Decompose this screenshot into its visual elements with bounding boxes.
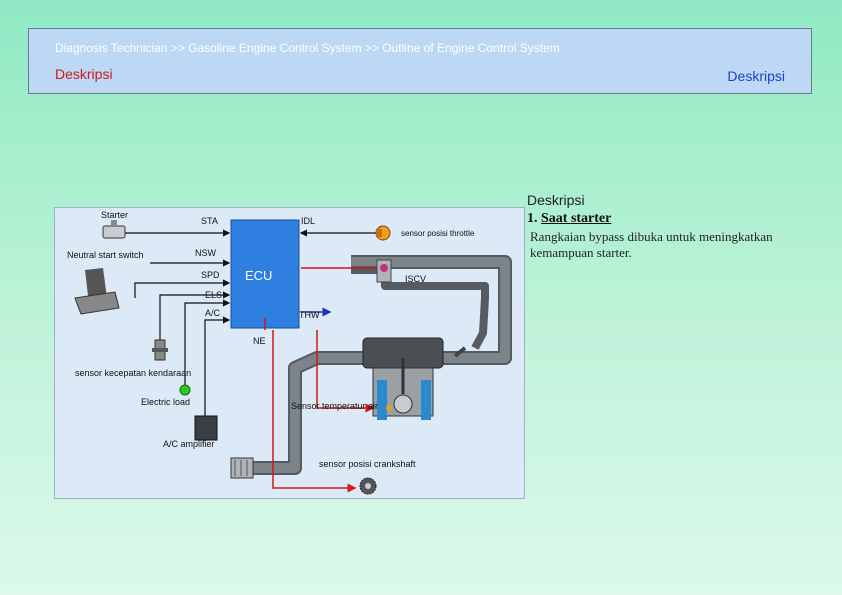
label-ne: NE <box>253 336 266 346</box>
label-els: ELS <box>205 290 223 300</box>
crankshaft-sensor-icon <box>359 477 377 495</box>
label-sta: STA <box>201 216 218 226</box>
label-thw: THW <box>299 310 320 320</box>
electric-load-icon <box>179 384 191 396</box>
description-subtitle-num: 1. <box>527 211 538 226</box>
label-throttle-sensor: sensor posisi throttle <box>401 229 475 238</box>
neutral-start-switch-icon <box>74 268 120 315</box>
label-vehicle-speed-sensor: sensor kecepatan kendaraan <box>75 368 192 378</box>
label-spd: SPD <box>201 270 220 280</box>
signal-wires <box>125 229 378 418</box>
label-ac-amplifier: A/C amplifier <box>163 439 215 449</box>
throttle-sensor-icon <box>375 225 391 241</box>
ecu-box <box>230 219 300 329</box>
description-title: Deskripsi <box>527 192 585 208</box>
header-title-left: Deskripsi <box>55 66 113 82</box>
breadcrumb[interactable]: Diagnosis Technician >> Gasoline Engine … <box>55 41 560 55</box>
label-electric-load: Electric load <box>141 397 191 407</box>
vehicle-speed-sensor-icon <box>152 339 168 361</box>
ac-amplifier-icon <box>194 415 218 441</box>
label-water-temp-sensor: Sensor temperatur air <box>291 401 379 411</box>
catalytic-converter-icon <box>230 457 254 479</box>
diagram-drawing <box>74 219 512 495</box>
engine-control-diagram: Starter STA IDL sensor posisi throttle N… <box>54 207 525 499</box>
label-nsw: NSW <box>195 248 216 258</box>
starter-icon <box>102 220 126 239</box>
label-starter: Starter <box>101 210 129 220</box>
label-ac: A/C <box>205 308 221 318</box>
description-subtitle-text: Saat starter <box>541 211 612 226</box>
label-iscv: ISCV <box>405 274 427 284</box>
description-body: Rangkaian bypass dibuka untuk meningkatk… <box>530 229 773 260</box>
description-subtitle: 1. Saat starter <box>527 211 827 227</box>
header-banner: Diagnosis Technician >> Gasoline Engine … <box>28 28 812 94</box>
label-neutral-start-switch: Neutral start switch <box>67 250 144 260</box>
ecu-label: ECU <box>245 268 273 283</box>
engine-icon <box>362 337 467 420</box>
label-idl: IDL <box>301 216 316 226</box>
header-title-right: Deskripsi <box>727 68 785 84</box>
description-panel: Deskripsi 1. Saat starter Rangkaian bypa… <box>527 192 827 260</box>
label-crankshaft-sensor: sensor posisi crankshaft <box>319 459 416 469</box>
iscv-valve-icon <box>376 259 392 283</box>
